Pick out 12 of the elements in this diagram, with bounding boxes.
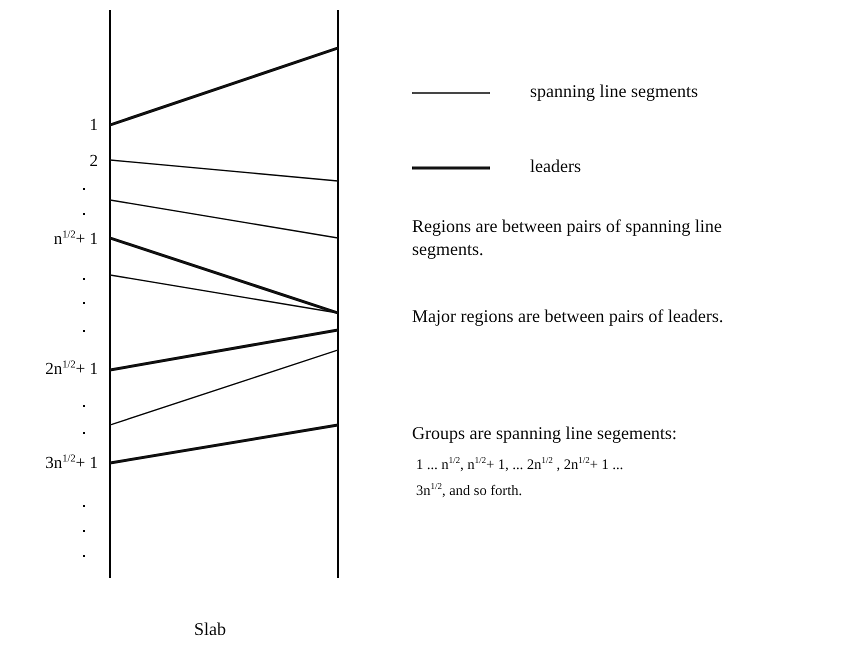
tick-label: n$^{1/2}$+ 1 [52, 228, 98, 250]
tick-label: 2 [88, 150, 98, 172]
caption: Slab [192, 618, 227, 640]
note-text: Major regions are between pairs of leaders. [412, 305, 724, 328]
tick-label: 3n$^{1/2}$+ 1 [44, 452, 98, 474]
legend-label: leaders [530, 155, 581, 178]
note-text: Groups are spanning line segements: [412, 422, 678, 444]
tick-label: 2n$^{1/2}$+ 1 [44, 358, 98, 380]
note-text: Regions are between pairs of spanning line segments. [412, 215, 723, 260]
formula-text: 1 ... n$^{1/2}$, n$^{1/2}$+ 1, ... 2n$^{1/2}$ , 2n$^{1/2}$+ 1 ... 3n$^{1/2}$, and so forth. [416, 454, 624, 502]
legend-label: spanning line segments [530, 80, 698, 102]
tick-label: 1 [88, 114, 98, 136]
